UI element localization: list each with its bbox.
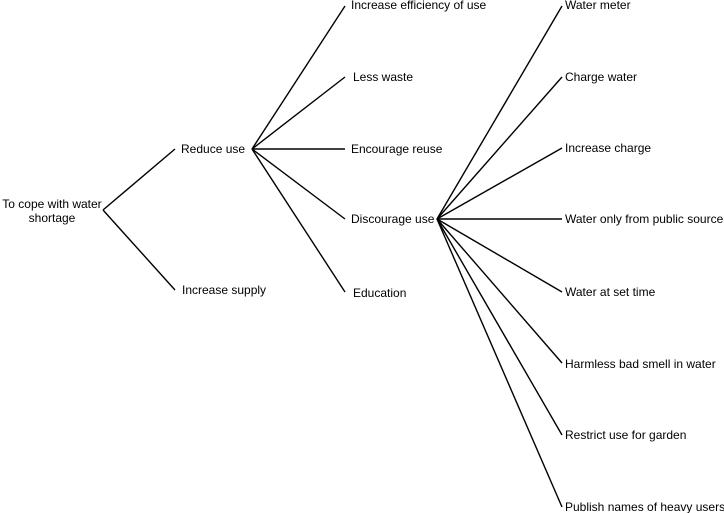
edge-discourage-publish-names: [436, 218, 563, 508]
node-encourage-reuse: Encourage reuse: [351, 142, 443, 156]
node-increase-charge: Increase charge: [565, 141, 652, 155]
node-restrict-garden: Restrict use for garden: [565, 428, 687, 442]
node-bad-smell: Harmless bad smell in water: [565, 357, 716, 371]
edge-root-increase: [102, 209, 176, 291]
node-publish-names: Publish names of heavy users: [565, 500, 724, 513]
edge-discourage-charge-water: [436, 76, 563, 220]
edge-discourage-bad-smell: [436, 218, 563, 364]
edge-discourage-garden: [436, 218, 563, 436]
node-water-meter: Water meter: [565, 0, 631, 12]
node-public-source: Water only from public source: [565, 212, 724, 226]
edge-reduce-education: [251, 148, 346, 293]
node-less-waste: Less waste: [353, 70, 414, 84]
node-increase-supply: Increase supply: [182, 283, 267, 297]
edge-discourage-increase-charge: [436, 147, 563, 220]
edge-reduce-efficiency: [251, 5, 346, 150]
node-charge-water: Charge water: [565, 70, 638, 84]
edge-discourage-water-meter: [436, 5, 563, 220]
root-node: To cope with water shortage: [2, 197, 102, 225]
edge-reduce-less-waste: [251, 76, 346, 150]
edge-root-reduce: [102, 148, 176, 211]
node-discourage-use: Discourage use: [351, 212, 435, 226]
node-reduce-use: Reduce use: [181, 142, 246, 156]
node-education: Education: [353, 286, 407, 300]
edge-reduce-discourage: [251, 148, 346, 220]
node-set-time: Water at set time: [565, 285, 656, 299]
node-increase-efficiency: Increase efficiency of use: [351, 0, 487, 12]
edge-discourage-set-time: [436, 218, 563, 293]
